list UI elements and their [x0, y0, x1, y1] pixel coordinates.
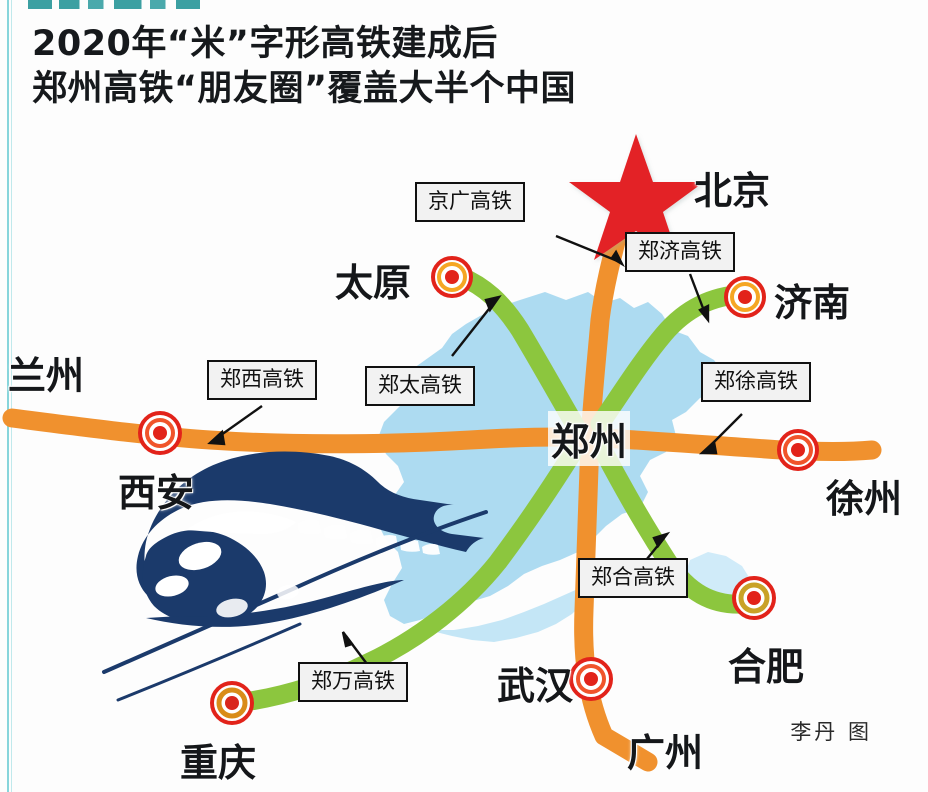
callout-zhengxu: 郑徐高铁 [701, 362, 811, 402]
page-title: 2020年“米”字形高铁建成后 郑州高铁“朋友圈”覆盖大半个中国 [32, 22, 732, 112]
city-label-xuzhou: 徐州 [826, 477, 903, 521]
marker-jinan [724, 276, 766, 318]
city-label-jinan: 济南 [774, 281, 851, 325]
callout-leader-lines [207, 234, 743, 669]
beijing-star-icon [569, 134, 704, 260]
image-credit: 李丹 图 [790, 720, 872, 744]
callout-zhengxi: 郑西高铁 [207, 360, 317, 400]
city-label-chongqing: 重庆 [180, 741, 257, 785]
city-label-beijing: 北京 [694, 169, 771, 213]
marker-taiyuan [431, 256, 473, 298]
city-label-guangzhou: 广州 [627, 731, 704, 775]
city-label-hefei: 合肥 [728, 645, 805, 689]
marker-xian [138, 411, 182, 455]
rail-line-zhengji [590, 284, 754, 434]
marker-xuzhou [777, 429, 819, 471]
left-edge-rule [7, 0, 9, 792]
city-markers [138, 256, 819, 725]
city-label-xian: 西安 [118, 471, 195, 515]
title-line-2: 郑州高铁“朋友圈”覆盖大半个中国 [32, 69, 577, 109]
callout-zhengwan: 郑万高铁 [298, 662, 408, 702]
marker-chongqing [210, 681, 254, 725]
callout-zhengji: 郑济高铁 [625, 232, 735, 272]
city-label-wuhan: 武汉 [497, 664, 574, 708]
city-label-lanzhou: 兰州 [8, 354, 85, 398]
marker-wuhan [569, 657, 613, 701]
city-label-zhengzhou: 郑州 [548, 411, 631, 466]
callout-jingguang: 京广高铁 [415, 182, 525, 222]
cropped-top-banner [28, 0, 200, 9]
callout-zhenghe: 郑合高铁 [578, 558, 688, 598]
marker-hefei [732, 576, 776, 620]
rail-line-zhengtai [450, 266, 585, 435]
high-speed-train-illustration [102, 451, 488, 702]
callout-zhengtai: 郑太高铁 [365, 366, 475, 406]
left-edge-rule-secondary [11, 0, 12, 792]
title-line-1: 2020年“米”字形高铁建成后 [32, 24, 498, 64]
city-label-taiyuan: 太原 [335, 261, 412, 305]
